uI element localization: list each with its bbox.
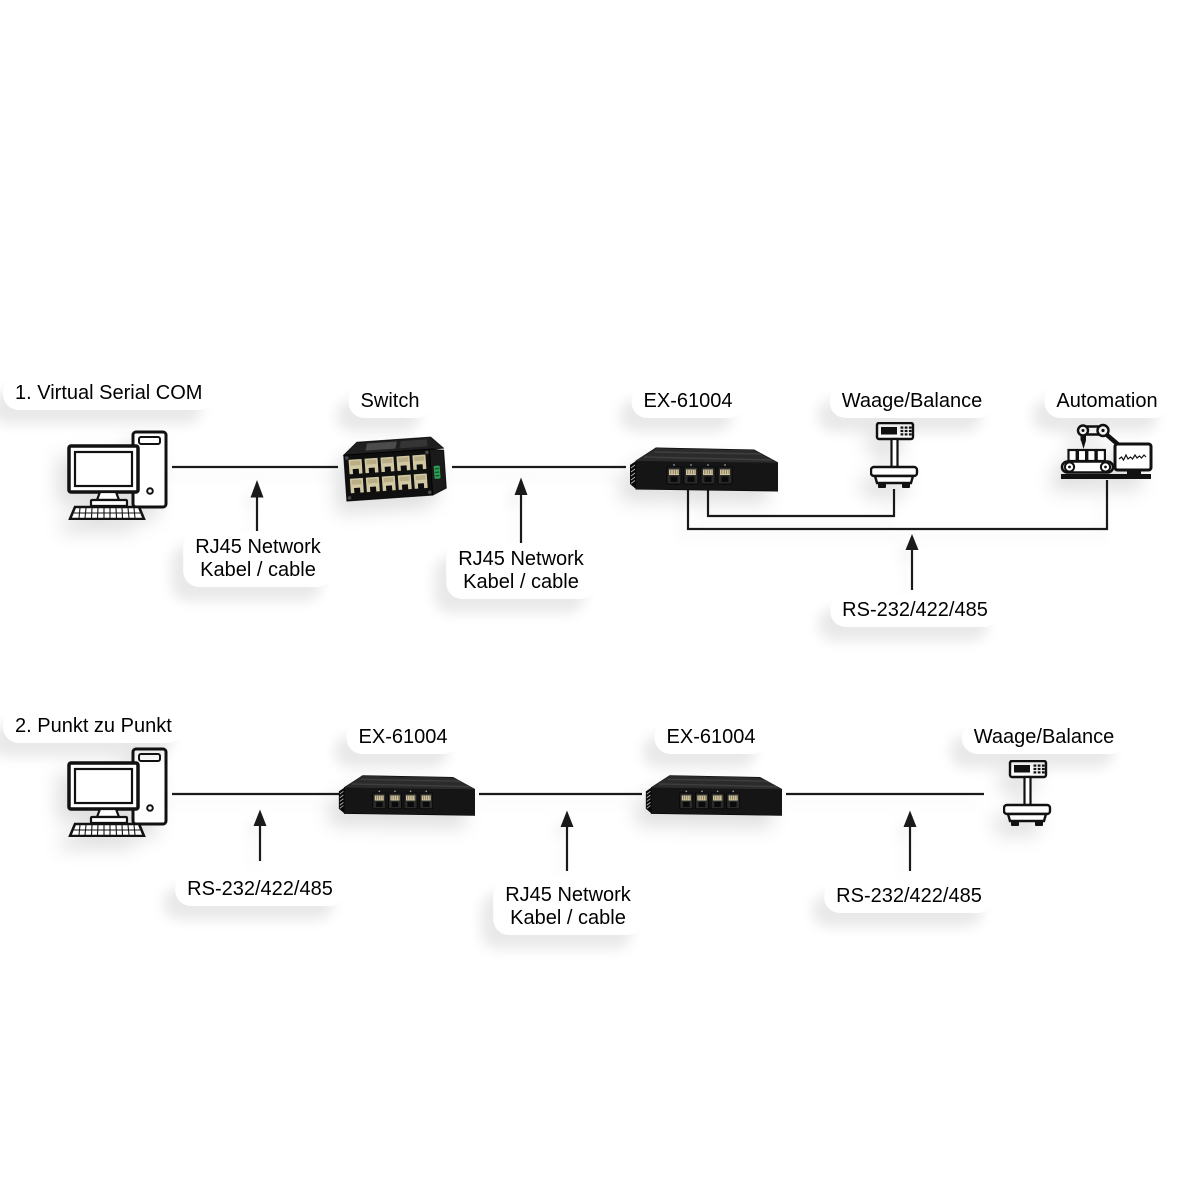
section2-title: 2. Punkt zu Punkt bbox=[3, 710, 184, 743]
arrow-rs232-section1 bbox=[905, 534, 919, 590]
ex61004-icon-right bbox=[644, 772, 782, 818]
pc-icon bbox=[66, 430, 176, 520]
cable-label-rs232-3: RS-232/422/485 bbox=[824, 880, 994, 913]
cable-label-rj45-3: RJ45 Network Kabel / cable bbox=[493, 879, 643, 935]
scale-label-2: Waage/Balance bbox=[961, 721, 1127, 754]
scale-icon bbox=[870, 422, 920, 490]
ex61004-right-label: EX-61004 bbox=[654, 721, 768, 754]
arrow-rs232-right bbox=[903, 810, 917, 871]
ex61004-label: EX-61004 bbox=[631, 385, 745, 418]
ex61004-icon bbox=[628, 444, 778, 494]
ethernet-switch-icon bbox=[331, 433, 450, 511]
switch-label: Switch bbox=[348, 385, 432, 418]
automation-label: Automation bbox=[1044, 385, 1170, 418]
cable-label-rs232-2: RS-232/422/485 bbox=[175, 873, 345, 906]
arrow-rj45-pc-switch bbox=[250, 480, 264, 533]
cable-label-rs232-1: RS-232/422/485 bbox=[830, 594, 1000, 627]
arrow-rj45-switch-ex bbox=[514, 477, 528, 545]
scale-label: Waage/Balance bbox=[829, 385, 995, 418]
arrow-rs232-left bbox=[253, 809, 267, 861]
ex61004-icon-left bbox=[337, 772, 475, 818]
cable-label-rj45-2: RJ45 Network Kabel / cable bbox=[446, 543, 596, 599]
scale-icon-2 bbox=[1003, 760, 1053, 828]
ex61004-left-label: EX-61004 bbox=[346, 721, 460, 754]
arrow-rj45-ex-ex bbox=[560, 810, 574, 871]
cable-label-rj45-1: RJ45 Network Kabel / cable bbox=[183, 531, 333, 587]
pc-icon-2 bbox=[66, 747, 176, 837]
section1-title: 1. Virtual Serial COM bbox=[3, 377, 215, 410]
automation-icon bbox=[1058, 423, 1153, 481]
